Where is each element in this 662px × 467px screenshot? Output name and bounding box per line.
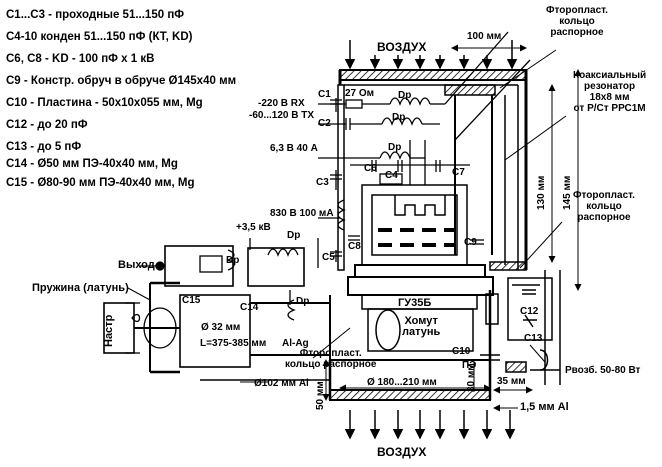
- label-tube-gu35b: ГУ35Б: [398, 297, 432, 309]
- label-heater: 6,3 В 40 А: [270, 143, 318, 154]
- label-air-top: ВОЗДУХ: [377, 40, 427, 54]
- label-tx: -60...120 В TX: [249, 110, 315, 121]
- label-ptfe-bottom: Фторопласт. кольцо распорное: [285, 348, 377, 370]
- label-c14: С14: [240, 302, 259, 313]
- label-c4: С4: [385, 170, 398, 181]
- tuner-knob-label: Настр: [103, 314, 115, 347]
- label-dp5: Dp: [226, 255, 240, 266]
- label-dim-35: 35 мм: [497, 376, 526, 387]
- label-dp3: Dp: [388, 142, 402, 153]
- air-arrows-top: [344, 40, 518, 70]
- label-air-bottom: ВОЗДУХ: [377, 445, 427, 459]
- label-c13: С13: [524, 333, 543, 344]
- label-dim-130: 130 мм: [536, 175, 547, 210]
- label-d32: Ø 32 мм: [201, 322, 241, 333]
- label-c6: С6: [364, 163, 377, 174]
- label-d102: Ø102 мм Al: [254, 378, 309, 389]
- label-dp1: Dp: [398, 90, 412, 101]
- label-dp6: Dp: [296, 296, 310, 307]
- label-c10: С10: [452, 346, 471, 357]
- legend-line-c1-c3: С1...С3 - проходные 51...150 пФ: [6, 9, 185, 21]
- legend-line-c12: С12 - до 20 пФ: [6, 119, 88, 131]
- legend-line-c6-c8: С6, С8 - KD - 100 пФ х 1 кВ: [6, 53, 155, 65]
- leader-lines: [127, 49, 567, 359]
- legend-line-c15: С15 - Ø80-90 мм ПЭ-40х40 мм, Mg: [6, 177, 195, 189]
- output-network: [103, 238, 331, 381]
- label-coax-resonator: Коаксиальный резонатор 18х8 мм от Р/Ст Р…: [573, 70, 647, 114]
- tube-gu35b: [328, 270, 561, 401]
- label-c5: С5: [322, 252, 335, 263]
- label-c9: С9: [464, 237, 477, 248]
- label-dp2: Dp: [392, 112, 406, 123]
- label-dim-145: 145 мм: [562, 175, 573, 210]
- label-c3: С3: [316, 177, 329, 188]
- label-rx: -220 В RX: [258, 98, 305, 109]
- label-plus-3-5kv: +3,5 кВ: [236, 222, 271, 233]
- legend-line-c4-c10: С4-10 конден 51...150 пФ (КТ, KD): [6, 31, 193, 43]
- label-clamp: Хомут латунь: [402, 315, 441, 338]
- legend-line-c9: С9 - Констр. обруч в обруче Ø145х40 мм: [6, 75, 237, 87]
- label-spring: Пружина (латунь): [32, 282, 129, 294]
- label-dim-100: 100 мм: [467, 31, 502, 42]
- label-c1: С1: [318, 89, 331, 100]
- air-arrows-bottom: [344, 410, 516, 440]
- label-dim-50: 50 мм: [315, 381, 326, 410]
- label-c15: С15: [182, 295, 201, 306]
- label-al-ag: Al-Ag: [282, 338, 309, 349]
- label-c12: С12: [520, 306, 539, 317]
- label-c2: С2: [318, 118, 331, 129]
- label-length: L=375-385 мм: [200, 338, 267, 349]
- label-al-1-5mm: 1,5 мм Al: [520, 401, 569, 413]
- anode-cavity: [337, 69, 528, 271]
- label-ptfe-right: Фторопласт. кольцо распорное: [573, 190, 635, 223]
- label-output: Выход: [118, 259, 155, 271]
- label-pe: ПЭ: [462, 360, 477, 371]
- label-anode-supply: 830 В 100 мА: [270, 208, 334, 219]
- legend-line-c13: С13 - до 5 пФ: [6, 141, 82, 153]
- label-drive-power: Рвозб. 50-80 Вт: [565, 365, 641, 376]
- label-ptfe-top: Фторопласт. кольцо распорное: [546, 5, 608, 38]
- legend-line-c14: С14 - Ø50 мм ПЭ-40х40 мм, Mg: [6, 158, 178, 170]
- label-r27: 27 Ом: [345, 88, 375, 99]
- legend-line-c10: С10 - Пластина - 50х10х055 мм, Mg: [6, 97, 203, 109]
- tube-structure: [347, 184, 494, 296]
- label-c8: С8: [348, 241, 361, 252]
- label-c7: С7: [452, 167, 465, 178]
- input-network: [318, 31, 531, 262]
- label-dp4: Dp: [287, 230, 301, 241]
- label-d180: Ø 180...210 мм: [367, 377, 437, 388]
- label-dim-30: 30 мм: [466, 363, 477, 392]
